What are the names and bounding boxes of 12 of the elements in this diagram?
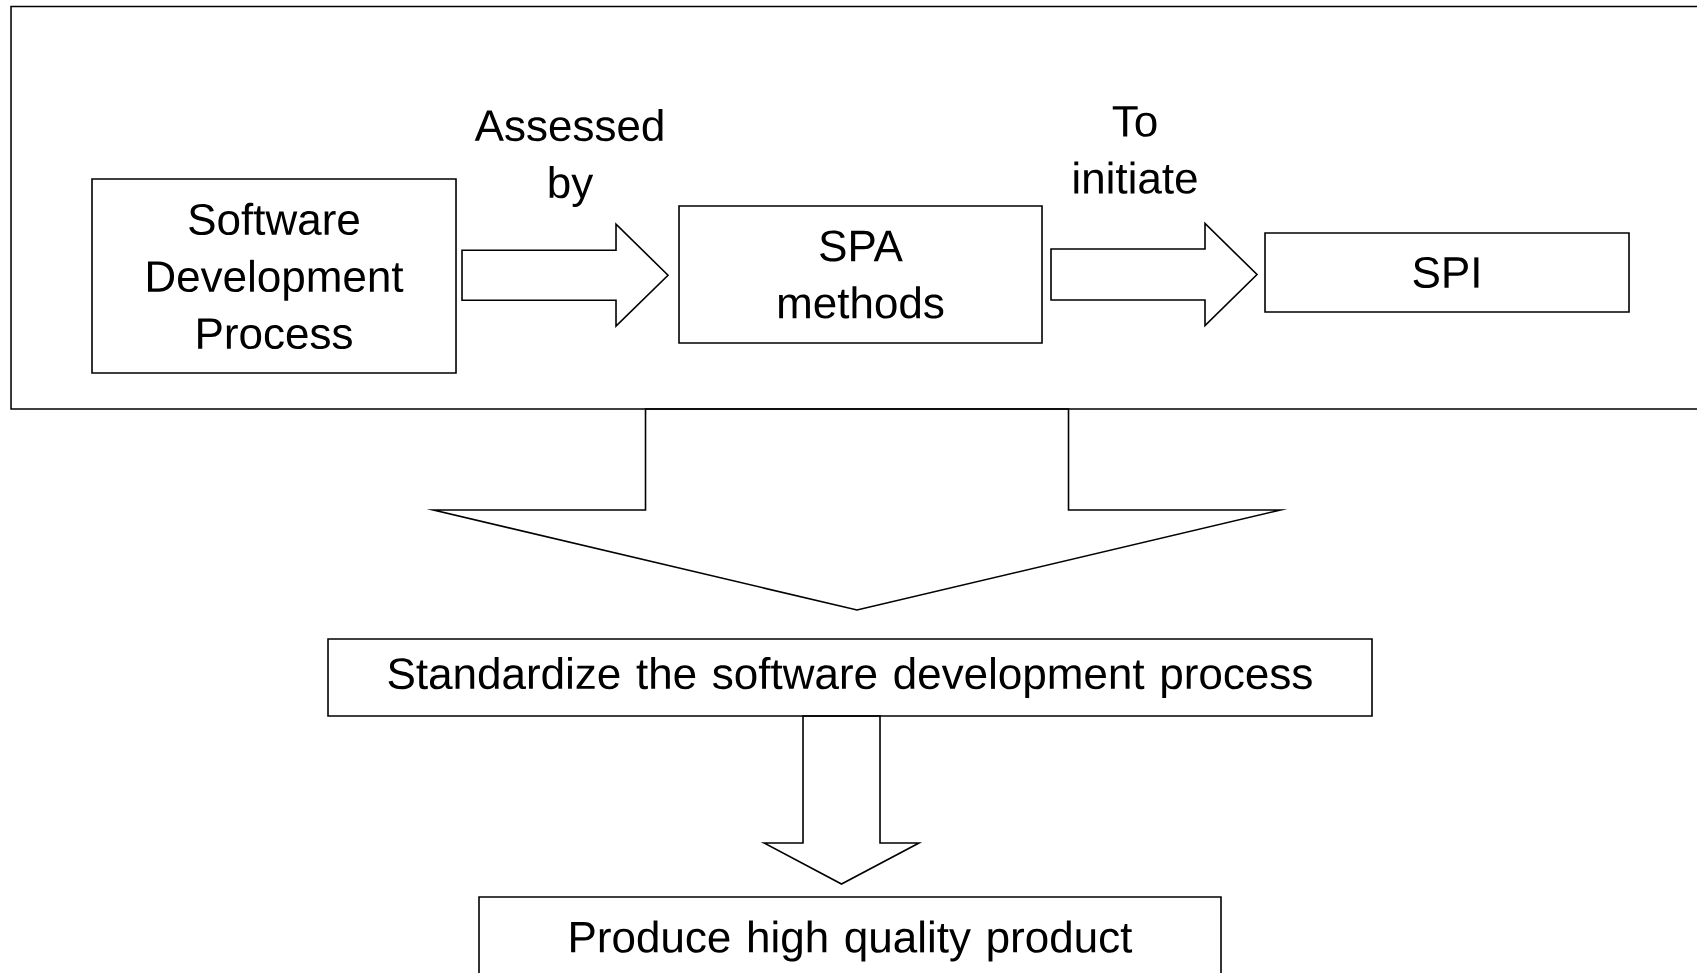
- frame-box: [10, 5, 1697, 410]
- block-arrow: [426, 408, 1288, 611]
- process-box: Software Development Process: [91, 178, 457, 374]
- block-arrow: [461, 222, 670, 329]
- edge-label: To initiate: [1074, 106, 1197, 194]
- process-box: Produce high quality product: [478, 896, 1222, 973]
- process-box: Standardize the software development process: [327, 638, 1373, 717]
- edge-label: Assessed by: [474, 109, 663, 207]
- block-arrow: [760, 715, 923, 885]
- block-arrow: [1050, 221, 1259, 328]
- process-box: SPA methods: [678, 205, 1043, 344]
- process-box: SPI: [1264, 232, 1630, 313]
